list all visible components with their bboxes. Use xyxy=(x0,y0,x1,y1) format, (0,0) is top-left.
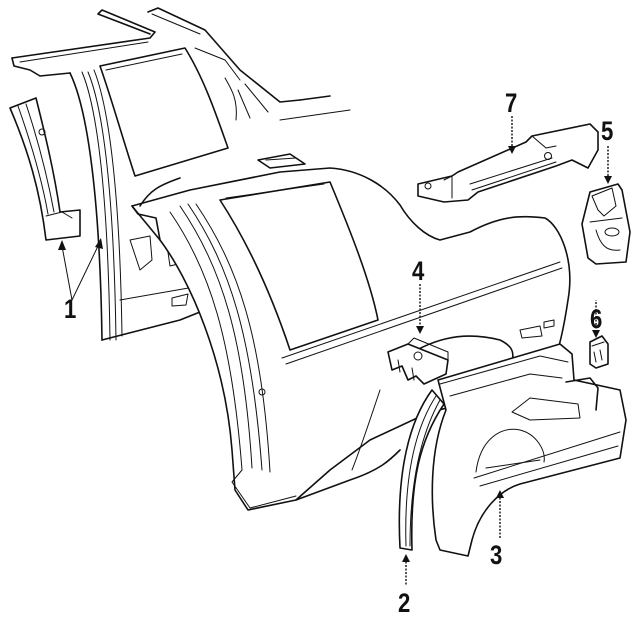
callout-6: 6 xyxy=(590,304,603,334)
rear-wheelhouse xyxy=(431,343,627,557)
gusset xyxy=(581,183,631,265)
rail-reinforcement xyxy=(417,123,599,203)
bracket xyxy=(387,337,449,385)
callout-7: 7 xyxy=(505,88,518,118)
outer-quarter-panel xyxy=(131,153,571,511)
callout-3: 3 xyxy=(490,540,503,570)
leader-lines xyxy=(58,116,612,586)
callout-4: 4 xyxy=(412,256,425,286)
callout-2: 2 xyxy=(398,588,411,618)
inner-quarter-panel xyxy=(11,7,351,341)
callout-5: 5 xyxy=(601,116,614,146)
wheelhouse-extension xyxy=(398,389,445,551)
clip xyxy=(589,335,609,369)
callout-1: 1 xyxy=(64,294,77,324)
inner-pillar-reinforcement xyxy=(9,97,81,241)
